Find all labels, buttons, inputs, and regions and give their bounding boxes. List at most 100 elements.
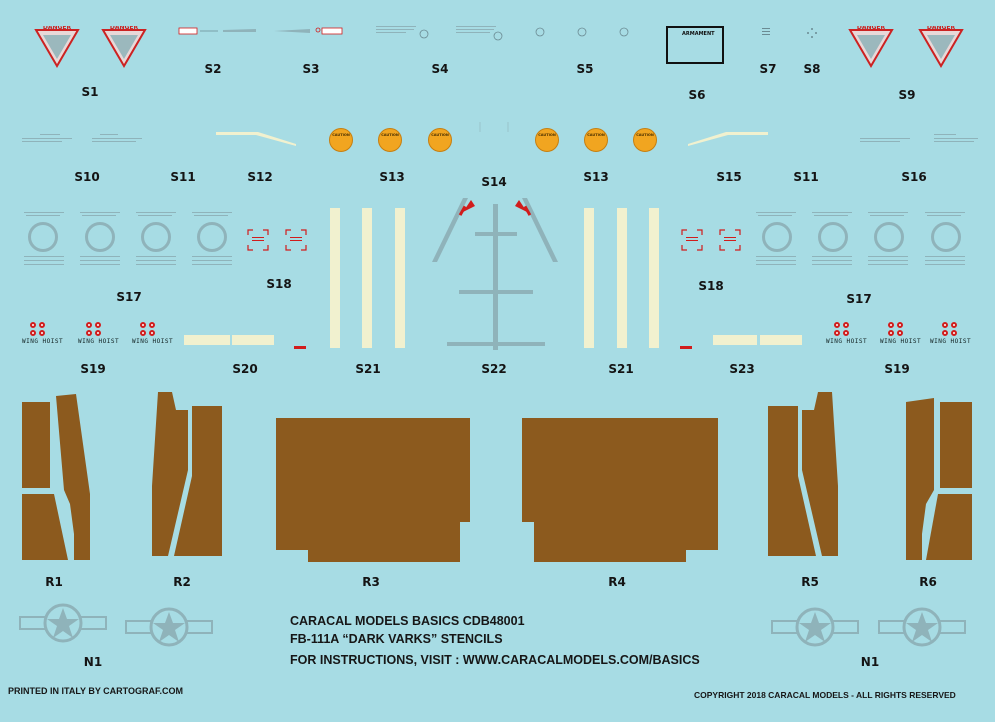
ring-decal-l2 (85, 222, 115, 252)
product-line-2: FB-111A “DARK VARKS” STENCILS (290, 632, 503, 646)
s2-stencil (178, 27, 256, 35)
ring-decal-r4 (931, 222, 961, 252)
label-n1-left: N1 (83, 655, 103, 669)
caution-dot-5: CAUTION (584, 128, 608, 152)
s14-marks (479, 122, 509, 132)
product-line-1: CARACAL MODELS BASICS CDB48001 (290, 614, 525, 628)
wing-hoist-r1: WING HOIST (826, 322, 867, 345)
label-r2: R2 (173, 575, 191, 589)
ring-decal-l4 (197, 222, 227, 252)
armament-panel: ARMAMENT (666, 26, 724, 64)
label-s13-right: S13 (583, 170, 609, 184)
wing-hoist-text: WING HOIST (930, 338, 972, 345)
s23-red-mark (680, 346, 692, 349)
label-s18-left: S18 (266, 277, 292, 291)
label-r5: R5 (801, 575, 819, 589)
label-s23: S23 (729, 362, 755, 376)
insignia-star-r1 (771, 607, 859, 647)
label-s9: S9 (898, 88, 916, 102)
caution-dot-6: CAUTION (633, 128, 657, 152)
danger-decal-left-1: DANGER (34, 26, 80, 68)
s23-strip-2 (760, 335, 802, 345)
label-s14: S14 (481, 175, 507, 189)
s21-right-strip-1 (584, 208, 594, 348)
s16-stencil (860, 134, 978, 142)
copyright-text: COPYRIGHT 2018 CARACAL MODELS - ALL RIGH… (694, 690, 956, 700)
s8-stencil (807, 28, 817, 38)
label-s1: S1 (81, 85, 99, 99)
s18-left-squares (247, 229, 307, 251)
r2-panel (152, 392, 222, 556)
label-s21-left: S21 (355, 362, 381, 376)
wing-hoist-text: WING HOIST (22, 338, 64, 345)
s21-left-strip-1 (330, 208, 340, 348)
label-s19-left: S19 (80, 362, 106, 376)
label-s19-right: S19 (884, 362, 910, 376)
s20-red-mark (294, 346, 306, 349)
caution-dot-3: CAUTION (428, 128, 452, 152)
svg-text:DANGER: DANGER (927, 26, 956, 31)
label-s15: S15 (716, 170, 742, 184)
s21-right-strip-2 (617, 208, 627, 348)
label-n1-right: N1 (860, 655, 880, 669)
label-s12: S12 (247, 170, 273, 184)
danger-decal-right-1: DANGER (848, 26, 894, 68)
s21-left-strip-3 (395, 208, 405, 348)
danger-decal-left-2: DANGER (101, 26, 147, 68)
label-s17-right: S17 (846, 292, 872, 306)
label-r3: R3 (362, 575, 380, 589)
svg-text:DANGER: DANGER (43, 26, 72, 31)
s7-stencil (762, 28, 770, 35)
s10-stencil (22, 134, 142, 142)
label-r1: R1 (45, 575, 63, 589)
insignia-star-r2 (878, 607, 966, 647)
wing-hoist-l1: WING HOIST (22, 322, 63, 345)
ring-decal-r3 (874, 222, 904, 252)
insignia-star-l2 (125, 607, 213, 647)
label-s7: S7 (759, 62, 777, 76)
label-r4: R4 (608, 575, 626, 589)
s3-stencil (274, 27, 343, 35)
r6-panel (906, 398, 972, 560)
s22-structure (432, 198, 558, 350)
r3-panel (276, 418, 470, 562)
label-s17-left: S17 (116, 290, 142, 304)
caution-dot-1: CAUTION (329, 128, 353, 152)
ring-decal-r2 (818, 222, 848, 252)
label-s20: S20 (232, 362, 258, 376)
label-s22: S22 (481, 362, 507, 376)
insignia-star-l1 (19, 603, 107, 643)
wing-hoist-text: WING HOIST (826, 338, 868, 345)
ring-decal-r1 (762, 222, 792, 252)
danger-decal-right-2: DANGER (918, 26, 964, 68)
s15-strip (688, 132, 768, 146)
label-s18-right: S18 (698, 279, 724, 293)
wing-hoist-text: WING HOIST (132, 338, 174, 345)
wing-hoist-l2: WING HOIST (78, 322, 119, 345)
svg-text:DANGER: DANGER (857, 26, 886, 31)
product-line-3: FOR INSTRUCTIONS, VISIT : WWW.CARACALMOD… (290, 653, 700, 667)
label-s6: S6 (688, 88, 706, 102)
caution-dot-2: CAUTION (378, 128, 402, 152)
label-s11-left: S11 (170, 170, 196, 184)
label-s2: S2 (204, 62, 222, 76)
s17-right-text (756, 212, 965, 265)
r4-panel (522, 418, 718, 562)
label-s21-right: S21 (608, 362, 634, 376)
s20-strip-2 (232, 335, 274, 345)
ring-decal-l1 (28, 222, 58, 252)
wing-hoist-r3: WING HOIST (930, 322, 971, 345)
armament-text: ARMAMENT (682, 31, 715, 37)
s21-left-strip-2 (362, 208, 372, 348)
s4-stencil (376, 26, 503, 41)
label-s3: S3 (302, 62, 320, 76)
label-s5: S5 (576, 62, 594, 76)
label-s10: S10 (74, 170, 100, 184)
s18-right-squares (681, 229, 741, 251)
r5-panel (768, 392, 838, 556)
label-s16: S16 (901, 170, 927, 184)
s5-stencil (535, 27, 629, 37)
wing-hoist-l3: WING HOIST (132, 322, 173, 345)
printed-in-italy: PRINTED IN ITALY BY CARTOGRAF.COM (8, 686, 184, 696)
wing-hoist-text: WING HOIST (78, 338, 120, 345)
